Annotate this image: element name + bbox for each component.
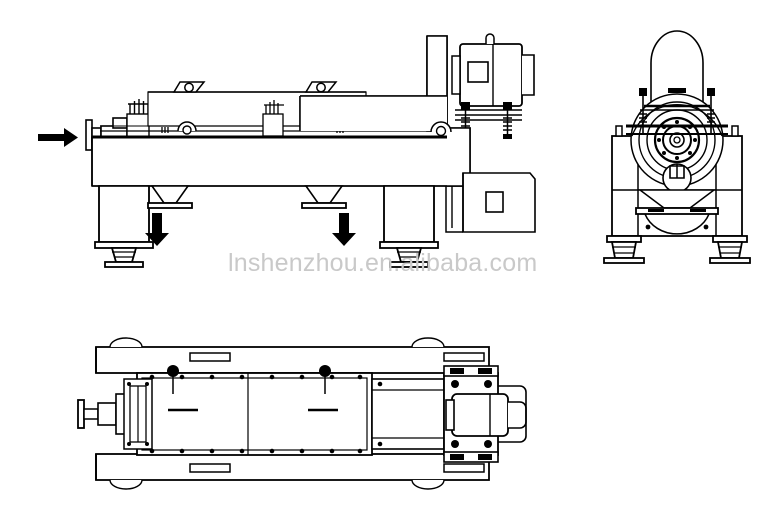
lifting-lug-left — [172, 81, 206, 93]
solids-discharge-arrow-left — [145, 213, 169, 246]
motor-lifting-eye — [485, 33, 495, 44]
gearbox-upper-housing — [299, 95, 447, 131]
main-housing — [91, 135, 467, 187]
plan-drive-motor — [445, 393, 527, 437]
solids-discharge-arrow-right — [332, 213, 356, 246]
gearbox-access-panel — [485, 191, 504, 213]
bearing-block-left — [123, 378, 153, 450]
motor-terminal-box — [467, 61, 489, 83]
solids-discharge-hopper-right — [301, 185, 347, 209]
side-elevation-view — [38, 33, 536, 268]
lower-body-arc — [644, 213, 710, 235]
lifting-lug-right — [304, 81, 338, 93]
drive-motor — [451, 43, 535, 107]
dome-cover — [650, 30, 704, 114]
discharge-funnel — [635, 189, 719, 215]
base-frame — [95, 337, 490, 490]
rail-fins-left — [161, 127, 169, 133]
motor-mounting-bolts — [451, 380, 492, 448]
cover-bolt-holes — [149, 374, 363, 454]
plan-gearbox — [371, 378, 445, 450]
support-leg-left — [98, 185, 150, 243]
lifting-lug-rear — [319, 365, 331, 394]
plan-view — [77, 337, 527, 490]
vibration-isolator-foot-right-end — [709, 235, 751, 264]
lifting-lug-front — [167, 365, 179, 394]
support-leg-right — [383, 185, 435, 243]
solids-discharge-hopper-left — [147, 185, 193, 209]
vibration-isolator-foot-left — [94, 241, 154, 268]
belt-path — [631, 104, 723, 137]
feed-inlet-arrow — [38, 128, 78, 147]
tensioner-rods — [615, 88, 739, 137]
gearbox-fin-block — [262, 100, 284, 137]
inspection-port — [177, 121, 197, 135]
drive-pulley — [662, 163, 692, 193]
end-elevation-view — [603, 30, 751, 264]
plan-motor-terminal-box — [498, 385, 527, 443]
drive-end-body — [430, 121, 471, 187]
vibration-isolator-foot-left-end — [603, 235, 645, 264]
vibration-isolator-foot-right — [379, 241, 439, 268]
